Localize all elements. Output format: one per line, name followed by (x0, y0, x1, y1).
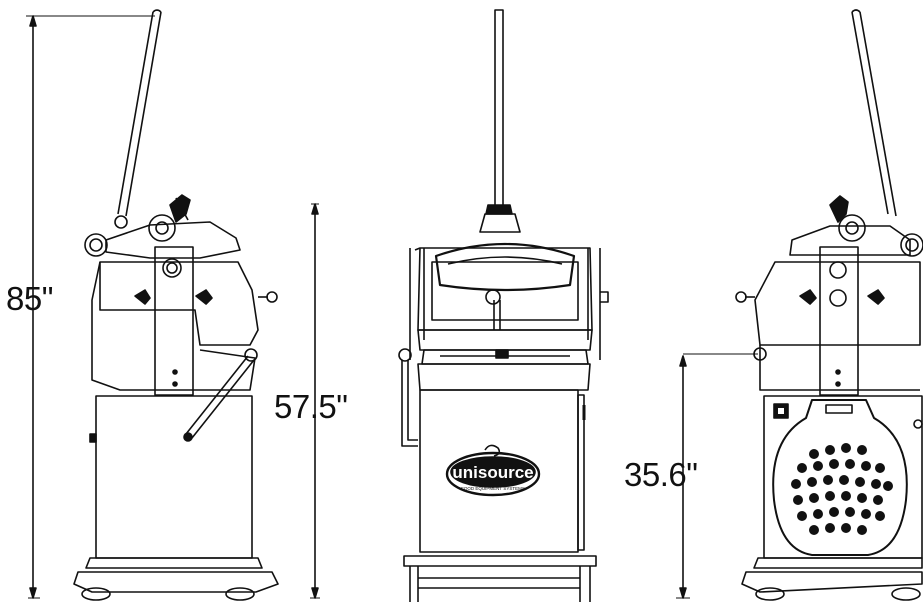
dimension-line-35-6 (676, 354, 758, 598)
base (74, 558, 278, 600)
dimension-label-85: 85" (6, 280, 53, 317)
dimension-line-85 (26, 16, 155, 598)
side-view (26, 10, 278, 600)
rear-lever-handle (852, 10, 896, 216)
front-view: unisource FOOD EQUIPMENT SYSTEMS (310, 10, 608, 602)
rear-plate (820, 247, 858, 395)
front-cabinet (420, 390, 584, 552)
front-plate (155, 247, 193, 395)
lower-lever (184, 349, 257, 441)
rear-head (736, 196, 923, 390)
dimension-label-57-5: 57.5" (274, 388, 348, 425)
dimension-label-35-6: 35.6" (624, 456, 698, 493)
lever-handle (115, 10, 161, 228)
rear-base (742, 558, 922, 600)
rear-view (676, 10, 923, 600)
front-mid-section (418, 330, 592, 390)
rear-cabinet (764, 396, 922, 558)
center-rod (480, 10, 520, 232)
logo-tagline: FOOD EQUIPMENT SYSTEMS (461, 486, 525, 491)
cabinet (90, 396, 252, 558)
logo-brand-text: unisource (452, 463, 533, 482)
vent-holes (791, 443, 893, 535)
front-side-handle (399, 349, 418, 446)
brand-logo: unisource FOOD EQUIPMENT SYSTEMS (447, 445, 539, 495)
front-head (410, 244, 608, 360)
dimension-line-57-5 (310, 204, 320, 598)
front-stand (404, 556, 596, 602)
machine-head (85, 195, 277, 390)
